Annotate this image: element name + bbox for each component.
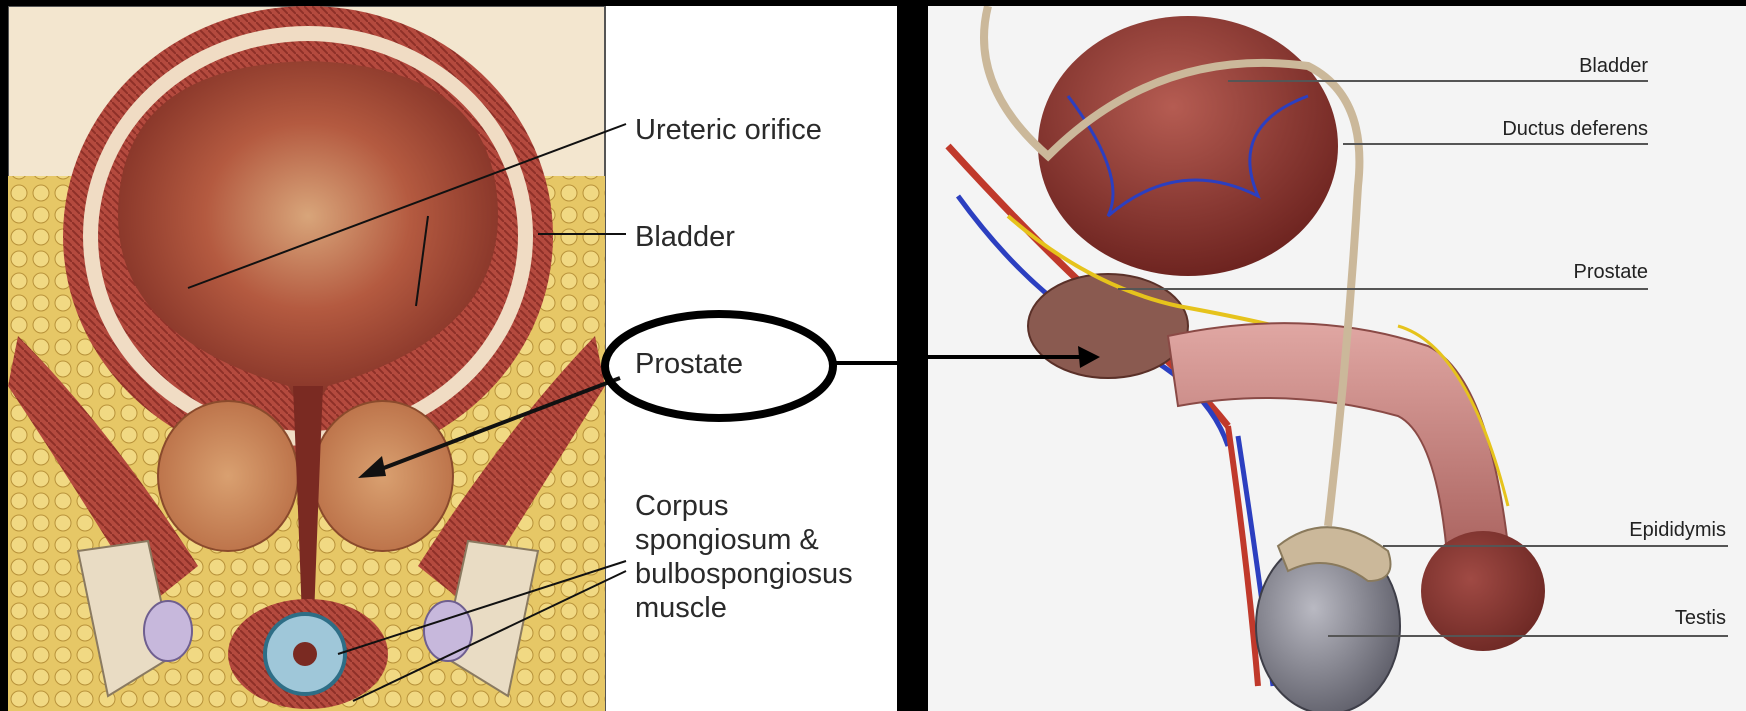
label-ureteric-orifice: Ureteric orifice (635, 113, 822, 147)
glans (1421, 531, 1545, 651)
right-anatomy-panel: Bladder Ductus deferens Prostate Epididy… (928, 6, 1746, 711)
urethra-cross-section (293, 642, 317, 666)
label-ductus-deferens: Ductus deferens (1502, 118, 1648, 141)
label-prostate: Prostate (635, 347, 743, 381)
label-epididymis: Epididymis (1629, 519, 1726, 542)
label-prostate-right: Prostate (1574, 261, 1648, 284)
label-testis: Testis (1675, 607, 1726, 630)
coronal-section-illustration (8, 6, 897, 711)
label-corpus-line-4: muscle (635, 591, 727, 625)
left-anatomy-panel: Ureteric orifice Bladder Prostate Corpus… (8, 6, 897, 711)
label-corpus-line-2: spongiosum & (635, 523, 819, 557)
left-nerve-bundle (144, 601, 192, 661)
label-corpus-line-3: bulbospongiosus (635, 557, 853, 591)
lateral-3d-illustration (928, 6, 1746, 711)
label-bladder: Bladder (635, 220, 735, 254)
label-bladder-right: Bladder (1579, 55, 1648, 78)
right-nerve-bundle (424, 601, 472, 661)
bladder-3d (1038, 16, 1338, 276)
label-corpus-line-1: Corpus (635, 489, 729, 523)
prostate-left-lobe (158, 401, 298, 551)
